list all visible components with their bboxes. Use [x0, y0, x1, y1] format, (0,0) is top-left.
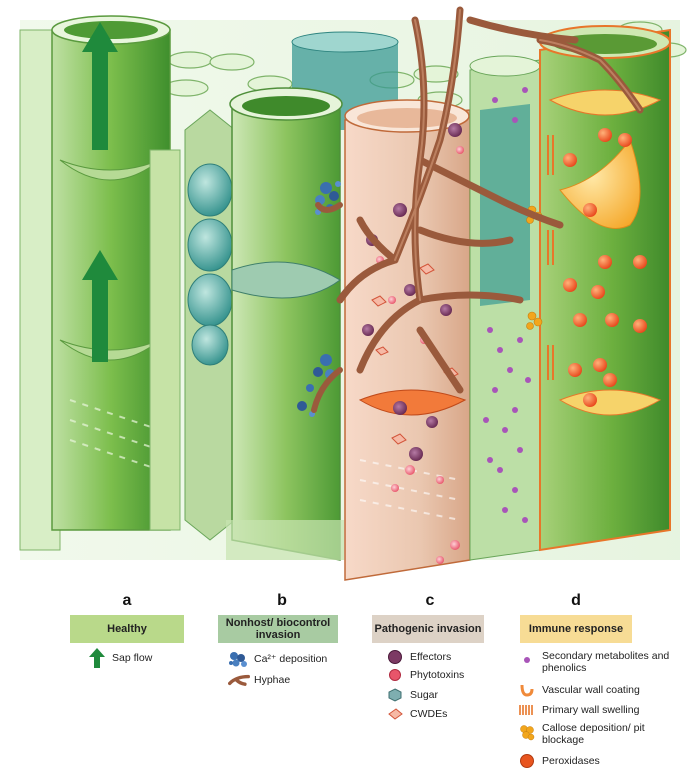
- panel-letter-b: b: [277, 592, 287, 609]
- legend-label: Peroxidases: [542, 755, 600, 767]
- sugar-hexagon-icon: [384, 688, 406, 702]
- legend-label: Primary wall swelling: [542, 704, 640, 716]
- legend-cwdes: CWDEs: [384, 707, 447, 721]
- vessel-nonhost: [226, 87, 344, 561]
- legend-label: Hyphae: [254, 674, 291, 686]
- legend-label: Sugar: [410, 689, 439, 701]
- panel-header-healthy: Healthy: [70, 615, 184, 643]
- vessel-pathogenic: [344, 99, 471, 581]
- tylose-droplet: [559, 138, 641, 229]
- panel-letter-d: d: [571, 592, 581, 609]
- legend-secondary-metabolites: Secondary metabolites and phenolics: [516, 650, 690, 674]
- secondary-metabolite-dots: [483, 87, 531, 523]
- legend-callose: Callose deposition/ pit blockage: [516, 722, 662, 746]
- wall-coating-icon: [516, 683, 538, 697]
- phytotoxin-icon: [384, 669, 406, 681]
- hyphae-icon: [228, 672, 250, 688]
- cwde-icon: [384, 707, 406, 721]
- panel-header-immune: Immune response: [520, 615, 632, 643]
- panel-letter-c: c: [425, 592, 435, 609]
- legend-ca-deposition: Ca²⁺ deposition: [228, 650, 327, 668]
- purple-dot-icon: [516, 657, 538, 663]
- legend-label: CWDEs: [410, 708, 448, 720]
- vessel-healthy: [19, 15, 181, 551]
- peroxidase-particles: [563, 128, 647, 407]
- green-arrow-icon: [86, 648, 108, 668]
- legend-peroxidases: Peroxidases: [516, 754, 600, 768]
- peroxidase-icon: [516, 754, 538, 768]
- legend-sugar: Sugar: [384, 688, 438, 702]
- xylem-vessel-illustration: [19, 6, 687, 581]
- sap-flow-arrow-icon: [82, 22, 118, 362]
- parenchyma-cells: [184, 109, 236, 541]
- callose-icon: [516, 724, 538, 742]
- legend-sap-flow: Sap flow: [86, 648, 152, 668]
- panel-letter-a: a: [122, 592, 132, 609]
- legend-label: Vascular wall coating: [542, 684, 640, 696]
- legend-wall-coating: Vascular wall coating: [516, 683, 640, 697]
- effector-icon: [384, 650, 406, 664]
- wall-swelling-icon: [516, 703, 538, 717]
- legend-label: Effectors: [410, 651, 452, 663]
- vessel-immune: [526, 25, 671, 552]
- panel-header-nonhost: Nonhost/ biocontrol invasion: [218, 615, 338, 643]
- legend-wall-swelling: Primary wall swelling: [516, 703, 639, 717]
- legend-label: Secondary metabolites and phenolics: [542, 650, 670, 674]
- legend-label: Phytotoxins: [410, 669, 465, 681]
- legend-label: Ca²⁺ deposition: [254, 653, 328, 665]
- panel-header-pathogenic: Pathogenic invasion: [372, 615, 484, 643]
- legend-effectors: Effectors: [384, 650, 451, 664]
- legend-hyphae: Hyphae: [228, 672, 290, 688]
- legend-label: Callose deposition/ pit blockage: [542, 722, 645, 746]
- calcium-cluster-icon: [228, 650, 250, 668]
- legend-label: Sap flow: [112, 652, 153, 664]
- vessel-metabolite: [469, 55, 541, 561]
- primary-wall-swelling: [547, 135, 554, 380]
- legend-phytotoxins: Phytotoxins: [384, 669, 464, 681]
